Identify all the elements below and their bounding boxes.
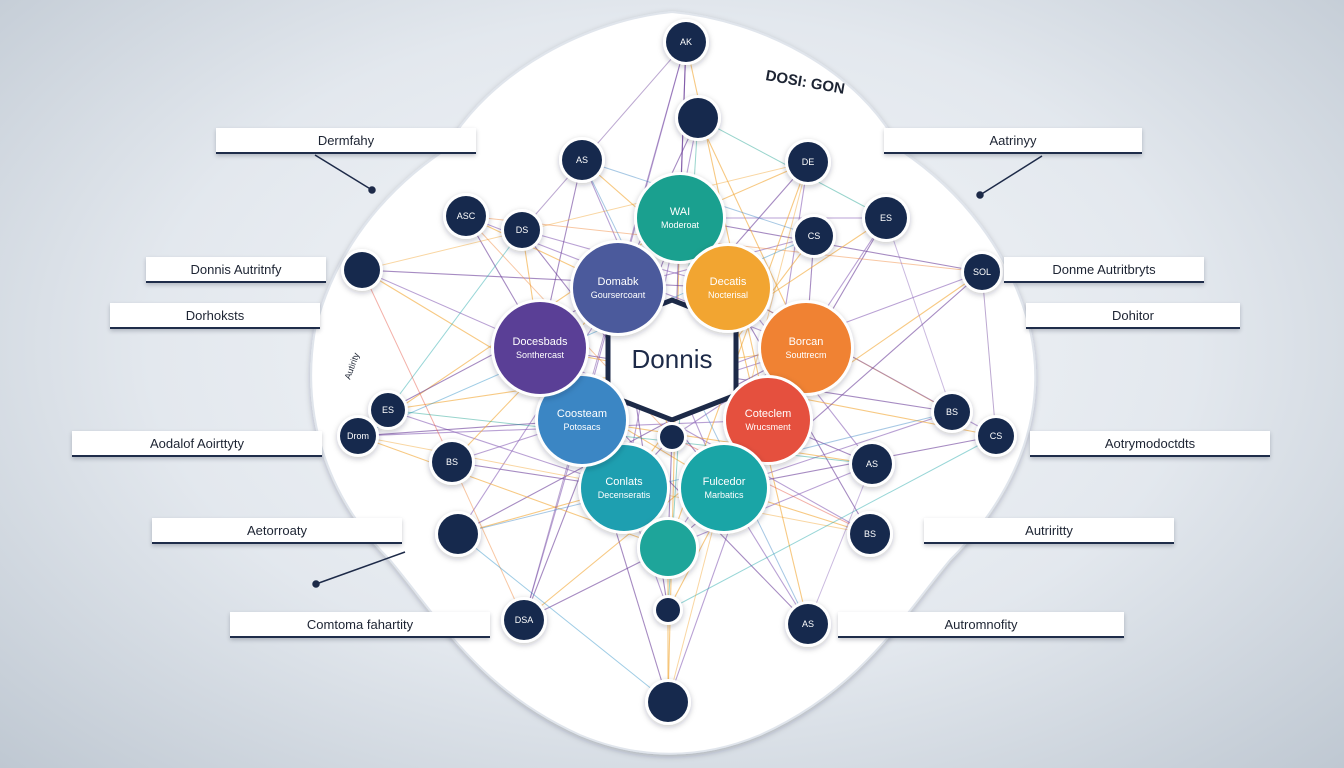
outer-node: AK — [663, 19, 709, 65]
outer-node-label: AS — [576, 155, 588, 165]
outer-node: DE — [785, 139, 831, 185]
label-right-1: Aatrinyy — [884, 128, 1142, 154]
label-left-3: Dorhoksts — [110, 303, 320, 329]
outer-node: AS — [785, 601, 831, 647]
outer-node-label: CS — [808, 231, 821, 241]
label-right-6: Autromnofity — [838, 612, 1124, 638]
inner-circle-label: Docesbads — [512, 336, 568, 348]
outer-node-label: SOL — [973, 267, 991, 277]
connection-line — [361, 269, 729, 289]
label-left-4: Aodalof Aoirttyty — [72, 431, 322, 457]
inner-circle-label: Wrucsment — [745, 422, 791, 432]
inner-circle-label: Fulcedor — [703, 476, 746, 488]
outer-node — [645, 679, 691, 725]
inner-circle-label: Potosacs — [563, 422, 601, 432]
outer-node-label: ASC — [457, 211, 476, 221]
outer-node: SOL — [961, 251, 1003, 293]
outer-node-label: ES — [382, 405, 394, 415]
inner-circle-label: Moderoat — [661, 220, 700, 230]
label-left-2: Donnis Autritnfy — [146, 257, 326, 283]
connection-line — [457, 533, 669, 703]
outer-node-label: AS — [802, 619, 814, 629]
outer-node: ES — [368, 390, 408, 430]
inner-circle-label: Domabk — [598, 276, 639, 288]
outer-node: CS — [792, 214, 836, 258]
connection-line — [885, 217, 953, 413]
inner-circle-label: Decenseratis — [598, 490, 651, 500]
connection-line — [361, 161, 809, 271]
leader-lines — [312, 154, 1043, 588]
connection-line — [667, 435, 997, 611]
connection-line — [667, 463, 873, 549]
inner-circle: WAI Moderoat — [634, 172, 726, 264]
connection-line — [387, 229, 523, 411]
outer-node: AS — [559, 137, 605, 183]
outer-node-label: DS — [516, 225, 529, 235]
label-left-1: Dermfahy — [216, 128, 476, 154]
label-left-5: Aetorroaty — [152, 518, 402, 544]
outer-node-label: ES — [880, 213, 892, 223]
inner-circle-label: Souttrecm — [785, 350, 826, 360]
connection-line — [451, 461, 525, 621]
outer-node: BS — [429, 439, 475, 485]
outer-node — [341, 249, 383, 291]
outer-node — [657, 422, 687, 452]
outer-node-label: BS — [946, 407, 958, 417]
inner-circle-label: Goursercoant — [591, 290, 646, 300]
outer-node: DSA — [501, 597, 547, 643]
outer-node-label: BS — [864, 529, 876, 539]
outer-node — [653, 595, 683, 625]
outer-node-label: BS — [446, 457, 458, 467]
connection-line — [981, 271, 997, 437]
connection-line — [361, 269, 453, 463]
outer-node-label: AS — [866, 459, 878, 469]
connection-line — [581, 419, 873, 465]
outer-node-label: DSA — [515, 615, 534, 625]
outer-node: ES — [862, 194, 910, 242]
inner-circle-label: WAI — [670, 206, 690, 218]
inner-circle-label: Nocterisal — [708, 290, 748, 300]
inner-circle-label: Sonthercast — [516, 350, 565, 360]
connection-line — [521, 41, 687, 231]
outer-node: DS — [501, 209, 543, 251]
label-right-5: Autriritty — [924, 518, 1174, 544]
outer-node-label: CS — [990, 431, 1003, 441]
outer-node: BS — [847, 511, 893, 557]
inner-circle-label: Marbatics — [704, 490, 744, 500]
outer-node: CS — [975, 415, 1017, 457]
outer-node-label: Drom — [347, 431, 369, 441]
label-right-3: Dohitor — [1026, 303, 1240, 329]
label-right-2: Donme Autritbryts — [1004, 257, 1204, 283]
outer-node — [435, 511, 481, 557]
outer-node — [675, 95, 721, 141]
inner-circle-label: Decatis — [710, 276, 747, 288]
outer-node-label: AK — [680, 37, 692, 47]
outer-node: ASC — [443, 193, 489, 239]
center-label: Donnis — [632, 344, 713, 374]
outer-node: AS — [849, 441, 895, 487]
outer-node: Drom — [337, 415, 379, 457]
inner-circle-label: Borcan — [789, 336, 824, 348]
inner-circle — [637, 517, 699, 579]
inner-circles: WAI ModeroatDecatisNocterisalBorcanSouttr… — [491, 172, 854, 579]
connection-line — [457, 347, 807, 535]
inner-circle-label: Coteclem — [745, 408, 791, 420]
inner-circle-label: Conlats — [605, 476, 643, 488]
label-right-4: Aotrymodoctdts — [1030, 431, 1270, 457]
outer-node-label: DE — [802, 157, 815, 167]
outer-node: BS — [931, 391, 973, 433]
label-left-6: Comtoma fahartity — [230, 612, 490, 638]
connection-line — [807, 463, 873, 625]
inner-circle-label: Coosteam — [557, 408, 607, 420]
